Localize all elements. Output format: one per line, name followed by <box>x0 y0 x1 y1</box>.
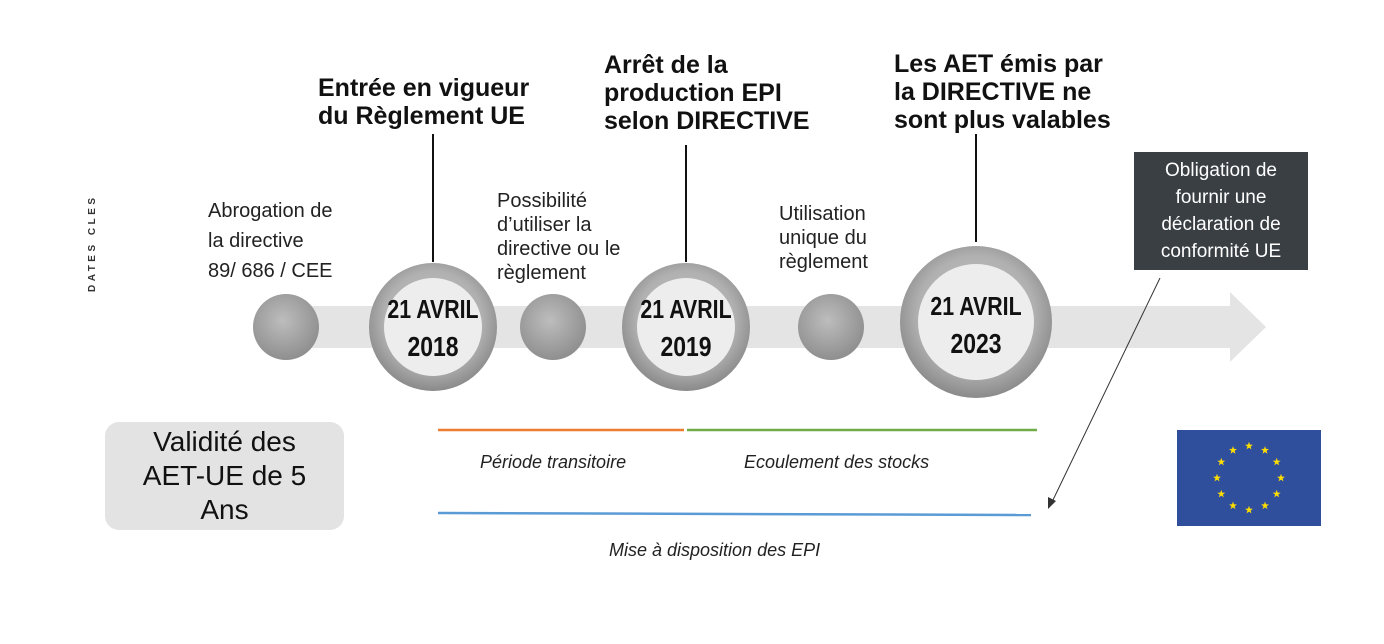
validity-box: Validité des AET-UE de 5 Ans <box>105 422 344 530</box>
eu-star-icon <box>1272 457 1281 466</box>
period-label-stock: Ecoulement des stocks <box>744 452 930 472</box>
milestone-date-line2: 2018 <box>407 332 458 363</box>
obligation-pointer-arrowhead <box>1048 497 1056 509</box>
period-label-transitional: Période transitoire <box>480 452 627 472</box>
eu-star-icon <box>1261 501 1269 510</box>
milestone-date-line1: 21 AVRIL <box>387 295 478 325</box>
timeline-dot-possibility <box>520 294 586 360</box>
milestone-date-line2: 2023 <box>950 329 1001 360</box>
timeline-dot-unique <box>798 294 864 360</box>
eu-star-icon <box>1217 457 1226 466</box>
milestone-date-line2: 2019 <box>660 332 711 363</box>
note-possibility: Possibilité d’utiliser la directive ou l… <box>497 190 621 284</box>
milestone-heading-2019: Arrêt de la production EPI selon DIRECTI… <box>604 51 810 135</box>
side-label: DATES CLES <box>87 194 98 292</box>
obligation-box: Obligation de fournir une déclaration de… <box>1134 152 1308 270</box>
milestone-2019: 21 AVRIL 2019 <box>622 263 750 391</box>
obligation-pointer-arrow <box>1051 277 1161 503</box>
note-unique: Utilisation unique du règlement <box>779 203 868 273</box>
milestone-2023: 21 AVRIL 2023 <box>900 246 1052 398</box>
eu-star-icon <box>1229 446 1237 454</box>
period-label-availability: Mise à disposition des EPI <box>609 540 821 560</box>
eu-flag-icon <box>1177 430 1321 526</box>
eu-star-icon <box>1213 473 1221 482</box>
eu-star-icon <box>1229 501 1237 510</box>
period-line-availability <box>437 511 1032 517</box>
eu-star-icon <box>1272 489 1281 498</box>
milestone-date-line1: 21 AVRIL <box>640 295 731 325</box>
eu-star-icon <box>1245 441 1253 450</box>
timeline-dot-abrogation <box>253 294 319 360</box>
milestone-heading-2018: Entrée en vigueur du Règlement UE <box>318 74 530 130</box>
eu-star-icon <box>1277 473 1285 482</box>
milestone-heading-2023: Les AET émis par la DIRECTIVE ne sont pl… <box>894 50 1111 134</box>
milestone-date-line1: 21 AVRIL <box>930 292 1021 322</box>
milestone-2018: 21 AVRIL 2018 <box>369 263 497 391</box>
eu-stars <box>1213 441 1285 514</box>
eu-star-icon <box>1245 505 1253 514</box>
eu-star-icon <box>1261 446 1269 454</box>
eu-star-icon <box>1217 489 1226 498</box>
note-abrogation: Abrogation de la directive 89/ 686 / CEE <box>208 200 333 282</box>
